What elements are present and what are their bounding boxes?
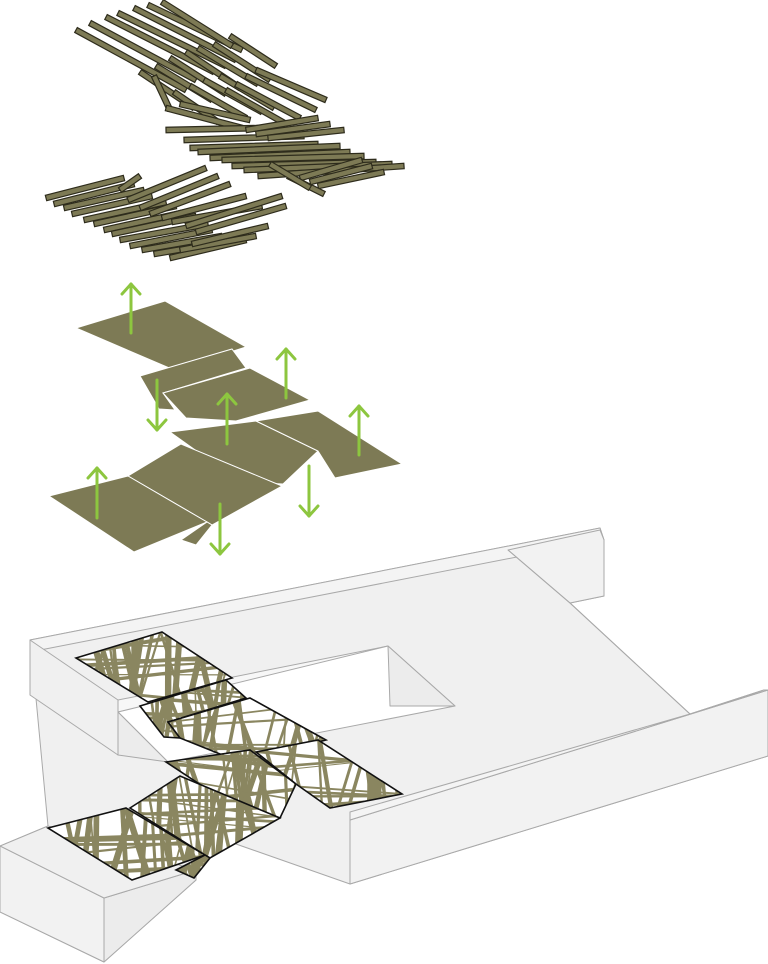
slat — [159, 0, 235, 50]
slat — [194, 202, 288, 236]
slat — [221, 152, 365, 164]
slat — [267, 126, 345, 142]
slat — [254, 66, 328, 104]
slat — [227, 32, 279, 70]
slat — [184, 192, 284, 230]
base-front-top-edge — [349, 689, 768, 821]
slat — [126, 164, 208, 204]
slat — [197, 142, 341, 156]
courtyard-wall-left — [117, 711, 169, 763]
movement-arrows — [86, 282, 370, 556]
slat — [44, 174, 126, 202]
courtyard-wall — [387, 645, 456, 707]
panel-layer — [47, 300, 404, 553]
slat — [267, 160, 313, 192]
slat — [233, 80, 303, 122]
slat — [117, 172, 143, 194]
arrow-up-icon — [86, 466, 108, 520]
slat — [160, 192, 248, 222]
panel-1 — [74, 300, 248, 371]
arrow-down-icon — [298, 464, 320, 518]
slat — [254, 120, 332, 138]
slat — [316, 168, 386, 190]
slat — [298, 156, 364, 182]
slat — [178, 232, 258, 254]
arrow-up-icon — [348, 404, 370, 457]
base-structure — [0, 527, 768, 963]
slat — [187, 82, 249, 122]
slat — [62, 186, 146, 212]
slat — [190, 222, 270, 248]
right-wing-inner-edge — [507, 549, 571, 604]
panel-3 — [162, 367, 312, 422]
arrow-up-icon — [216, 392, 238, 446]
right-wing-edge — [569, 602, 691, 715]
panel-5 — [254, 410, 404, 479]
arrow-up-icon — [120, 282, 142, 335]
arrow-down-icon — [209, 502, 231, 556]
arrow-up-icon — [275, 347, 297, 400]
slat — [148, 180, 232, 218]
arrow-down-icon — [146, 378, 168, 432]
panel-8 — [179, 521, 213, 546]
slat — [243, 72, 319, 114]
slat — [244, 114, 320, 134]
slat — [308, 162, 374, 186]
slat — [138, 172, 220, 212]
slat-roof-layer — [44, 0, 405, 262]
slat — [178, 100, 252, 124]
